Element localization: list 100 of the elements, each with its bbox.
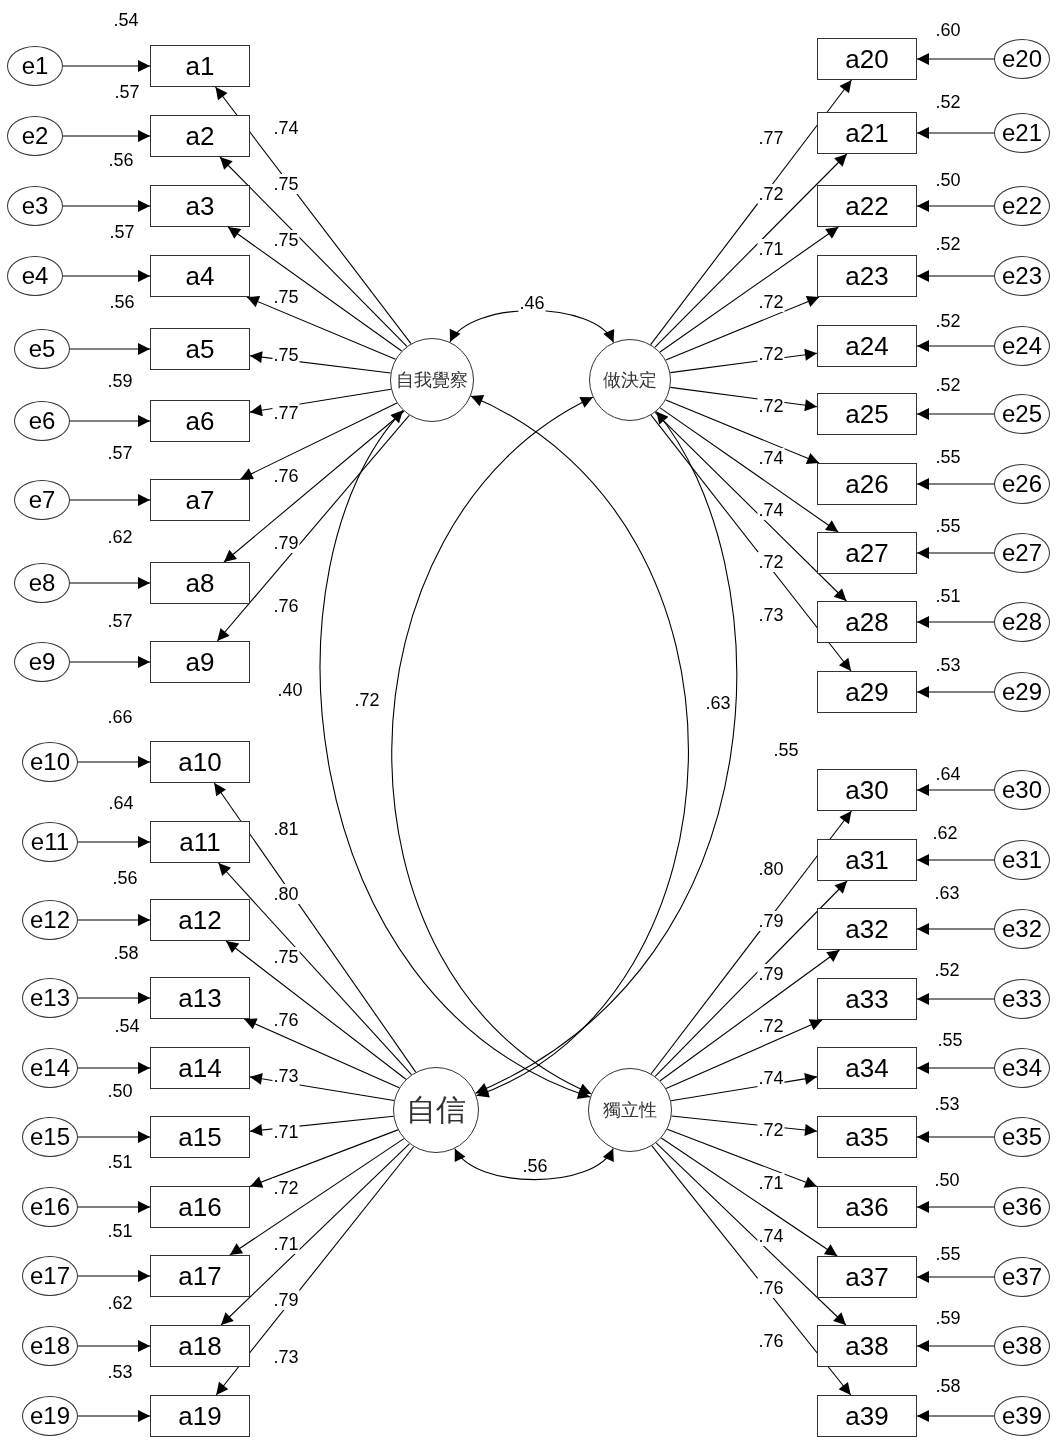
arrow xyxy=(916,923,995,935)
observed-variable-box: a25 xyxy=(817,393,917,435)
observed-variable-box: a16 xyxy=(150,1186,250,1228)
arrow xyxy=(246,296,397,360)
edge-label: .79 xyxy=(757,911,785,932)
arrow xyxy=(916,1131,995,1143)
error-term-ellipse: e39 xyxy=(994,1396,1050,1436)
error-term-ellipse: e23 xyxy=(994,256,1050,296)
r-squared-value: .50 xyxy=(933,1170,961,1190)
arrow xyxy=(659,949,841,1082)
error-term-ellipse: e7 xyxy=(14,480,70,520)
r-squared-value: .57 xyxy=(106,443,134,463)
arrow xyxy=(655,1142,847,1326)
arrow xyxy=(216,414,410,642)
error-term-ellipse: e17 xyxy=(22,1256,78,1296)
r-squared-value: .52 xyxy=(933,960,961,980)
observed-variable-box: a37 xyxy=(817,1256,917,1298)
observed-variable-box: a3 xyxy=(150,185,250,227)
arrow xyxy=(77,914,151,926)
covariance-arrow xyxy=(475,410,737,1094)
observed-variable-box: a35 xyxy=(817,1116,917,1158)
observed-variable-box: a24 xyxy=(817,325,917,367)
edge-label: .72 xyxy=(757,552,785,573)
error-term-ellipse: e36 xyxy=(994,1187,1050,1227)
r-squared-value: .55 xyxy=(934,516,962,536)
observed-variable-box: a28 xyxy=(817,601,917,643)
arrow xyxy=(916,340,995,352)
covariance-arrow xyxy=(470,395,689,1097)
error-term-ellipse: e8 xyxy=(14,563,70,603)
arrow xyxy=(69,656,151,668)
r-squared-value: .51 xyxy=(934,586,962,606)
observed-variable-box: a18 xyxy=(150,1325,250,1367)
arrow xyxy=(654,880,848,1077)
observed-variable-box: a5 xyxy=(150,328,250,370)
edge-label: .75 xyxy=(272,345,300,366)
arrow xyxy=(654,153,848,348)
arrow xyxy=(214,86,412,345)
r-squared-value: .51 xyxy=(106,1152,134,1172)
edge-label: .73 xyxy=(272,1066,300,1087)
observed-variable-box: a9 xyxy=(150,641,250,683)
observed-variable-box: a23 xyxy=(817,255,917,297)
error-term-ellipse: e38 xyxy=(994,1326,1050,1366)
edge-label: .80 xyxy=(272,883,300,904)
covariance-arrow xyxy=(391,396,594,1095)
observed-variable-box: a29 xyxy=(817,671,917,713)
arrow xyxy=(69,415,151,427)
arrow xyxy=(243,1018,400,1089)
error-term-ellipse: e21 xyxy=(994,113,1050,153)
edge-label: .74 xyxy=(757,1068,785,1089)
arrow xyxy=(219,156,408,347)
arrow xyxy=(916,1410,995,1422)
arrow xyxy=(916,127,995,139)
arrow xyxy=(659,407,839,533)
r-squared-value: .50 xyxy=(106,1081,134,1101)
observed-variable-box: a20 xyxy=(817,38,917,80)
observed-variable-box: a19 xyxy=(150,1395,250,1437)
error-term-ellipse: e5 xyxy=(14,329,70,369)
arrow xyxy=(916,854,995,866)
arrow xyxy=(916,478,995,490)
r-squared-value: .57 xyxy=(106,611,134,631)
arrow xyxy=(240,402,398,480)
arrow xyxy=(650,414,852,672)
observed-variable-box: a13 xyxy=(150,977,250,1019)
observed-variable-box: a2 xyxy=(150,115,250,157)
arrow xyxy=(62,130,151,142)
latent-variable-circle: 做決定 xyxy=(589,339,671,421)
arrow xyxy=(77,1131,151,1143)
arrow xyxy=(916,408,995,420)
arrow xyxy=(654,411,847,602)
r-squared-value: .58 xyxy=(112,943,140,963)
error-term-ellipse: e20 xyxy=(994,39,1050,79)
latent-variable-circle: 自我覺察 xyxy=(390,338,474,422)
error-term-ellipse: e12 xyxy=(22,900,78,940)
arrow xyxy=(69,343,151,355)
arrow xyxy=(916,53,995,65)
r-squared-value: .59 xyxy=(934,1308,962,1328)
latent-variable-circle: 自信 xyxy=(393,1067,479,1153)
observed-variable-box: a32 xyxy=(817,908,917,950)
arrow xyxy=(62,200,151,212)
error-term-ellipse: e18 xyxy=(22,1326,78,1366)
arrow xyxy=(916,1201,995,1213)
r-squared-value: .52 xyxy=(934,375,962,395)
arrow xyxy=(666,1128,818,1188)
error-term-ellipse: e9 xyxy=(14,642,70,682)
arrow xyxy=(77,992,151,1004)
error-term-ellipse: e29 xyxy=(994,672,1050,712)
arrow xyxy=(650,79,853,346)
error-term-ellipse: e10 xyxy=(22,742,78,782)
observed-variable-box: a30 xyxy=(817,769,917,811)
r-squared-value: .57 xyxy=(108,222,136,242)
observed-variable-box: a26 xyxy=(817,463,917,505)
error-term-ellipse: e24 xyxy=(994,326,1050,366)
observed-variable-box: a8 xyxy=(150,562,250,604)
arrow xyxy=(660,1137,838,1257)
error-term-ellipse: e27 xyxy=(994,533,1050,573)
arrow xyxy=(916,1271,995,1283)
arrow xyxy=(69,494,151,506)
edge-label: .72 xyxy=(757,183,785,204)
edge-label: .74 xyxy=(757,500,785,521)
error-term-ellipse: e32 xyxy=(994,909,1050,949)
